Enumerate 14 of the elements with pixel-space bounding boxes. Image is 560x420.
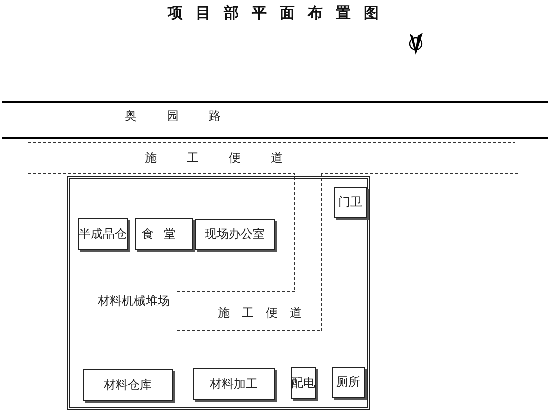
building-box: 门卫 — [334, 187, 367, 218]
road-name: 施工便道 — [218, 305, 314, 322]
site-boundary — [67, 176, 370, 410]
title: 项目部平面布置图 — [166, 4, 393, 23]
building-box: 食堂 — [135, 218, 193, 250]
building-box: 材料仓库 — [83, 369, 173, 401]
building-box: 半成品仓 — [78, 218, 128, 250]
area-label: 材料机械堆场 — [98, 293, 170, 310]
building-box: 配电 — [291, 367, 316, 399]
road-name: 奥园路 — [125, 108, 251, 125]
building-box: 材料加工 — [193, 368, 275, 400]
building-box: 现场办公室 — [195, 219, 275, 250]
building-box: 厕所 — [332, 367, 365, 398]
road-name: 施工便道 — [145, 150, 313, 167]
